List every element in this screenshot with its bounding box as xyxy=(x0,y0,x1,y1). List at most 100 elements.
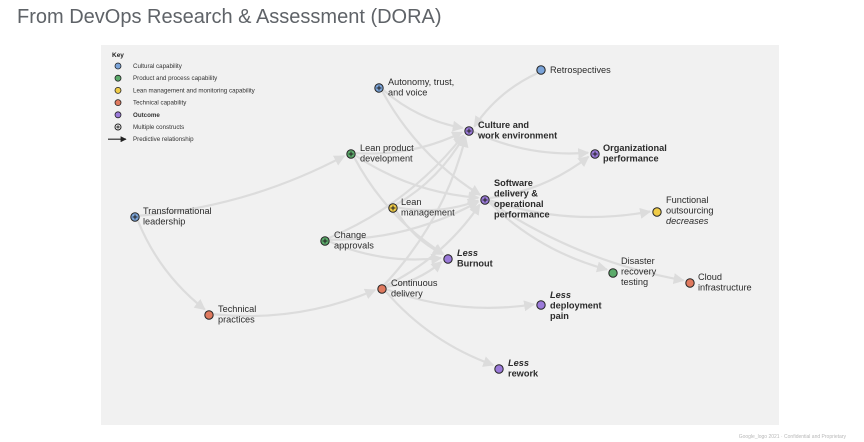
key-cultural-dot xyxy=(114,62,122,70)
node-disaster-dot xyxy=(608,268,618,278)
label-line: Less xyxy=(457,248,478,258)
key-product-dot xyxy=(114,74,122,82)
key-label: Predictive relationship xyxy=(133,136,194,143)
label-line: outsourcing xyxy=(666,206,714,216)
label-line: Technical xyxy=(218,304,256,314)
label-line: rework xyxy=(508,369,539,379)
edge-autonomy-to-sdo xyxy=(381,91,482,196)
edge-cd-to-deploy xyxy=(386,288,536,312)
key-item-4: Outcome xyxy=(114,111,160,119)
label-line: Functional xyxy=(666,195,708,205)
label-line: deployment xyxy=(550,301,602,311)
label-line: performance xyxy=(603,154,659,164)
label-line: Change xyxy=(334,230,366,240)
label-line: operational xyxy=(494,199,544,209)
key-item-6: Predictive relationship xyxy=(108,136,194,143)
label-line: work environment xyxy=(477,131,557,141)
node-cd-dot xyxy=(377,284,387,294)
label-line: Software xyxy=(494,178,533,188)
label-line: approvals xyxy=(334,241,374,251)
key-plus-icon xyxy=(116,125,120,129)
plus-icon xyxy=(592,151,598,157)
label-line: decreases xyxy=(666,216,709,226)
plus-icon xyxy=(132,214,138,220)
edge-retro-to-culture xyxy=(473,72,538,128)
label-line: Retrospectives xyxy=(550,65,611,75)
node-burnout-dot xyxy=(443,254,453,264)
edge-autonomy-to-culture xyxy=(382,89,464,132)
label-line: Culture and xyxy=(478,120,529,130)
plus-icon xyxy=(466,128,472,134)
node-retro-dot xyxy=(536,65,546,75)
key-heading: Key xyxy=(112,52,124,59)
node-functional-dot xyxy=(652,207,662,217)
label-line: leadership xyxy=(143,217,185,227)
label-line: Less xyxy=(508,358,529,368)
key-item-2: Lean management and monitoring capabilit… xyxy=(114,87,256,94)
edge-transform-to-leanprod xyxy=(139,154,346,217)
key-item-1: Product and process capability xyxy=(114,74,218,82)
node-rework-dot xyxy=(494,364,504,374)
edge-cd-to-sdo xyxy=(385,203,481,287)
key-label: Product and process capability xyxy=(133,75,218,82)
edge-tech-to-cd xyxy=(213,288,377,318)
label-line: management xyxy=(401,208,455,218)
label-line: practices xyxy=(218,315,255,325)
key-item-3: Technical capability xyxy=(114,99,187,107)
node-retro: Retrospectives xyxy=(536,65,611,75)
key-label: Lean management and monitoring capabilit… xyxy=(133,87,256,94)
node-deploy-dot xyxy=(536,300,546,310)
key-outcome-dot xyxy=(114,111,122,119)
label-line: Disaster xyxy=(621,256,655,266)
node-tech-dot xyxy=(204,310,214,320)
label-line: development xyxy=(360,154,413,164)
diagram-panel xyxy=(101,45,779,425)
edge-change-to-culture xyxy=(328,134,465,239)
label-line: infrastructure xyxy=(698,283,752,293)
edge-change-to-sdo xyxy=(329,200,480,241)
key-item-5: Multiple constructs xyxy=(114,123,184,131)
key-technical-dot xyxy=(114,99,122,106)
edge-sdo-to-functional xyxy=(489,199,652,219)
footer-note: Google_logo 2021 · Confidential and Prop… xyxy=(738,434,846,440)
label-line: delivery & xyxy=(494,189,538,199)
key-label: Technical capability xyxy=(133,100,187,107)
label-line: testing xyxy=(621,277,648,287)
label-line: Lean product xyxy=(360,143,414,153)
label-line: Organizational xyxy=(603,143,667,153)
label-line: and voice xyxy=(388,88,427,98)
edge-cd-to-culture xyxy=(383,136,469,286)
plus-icon xyxy=(390,205,396,211)
label-line: Less xyxy=(550,290,571,300)
node-autonomy: Autonomy, trust,and voice xyxy=(374,77,454,98)
nodes-layer: Autonomy, trust,and voice RetrospectivesC… xyxy=(130,65,752,379)
label-line: Burnout xyxy=(457,259,493,269)
plus-icon xyxy=(348,151,354,157)
node-retro-label: Retrospectives xyxy=(550,65,611,75)
